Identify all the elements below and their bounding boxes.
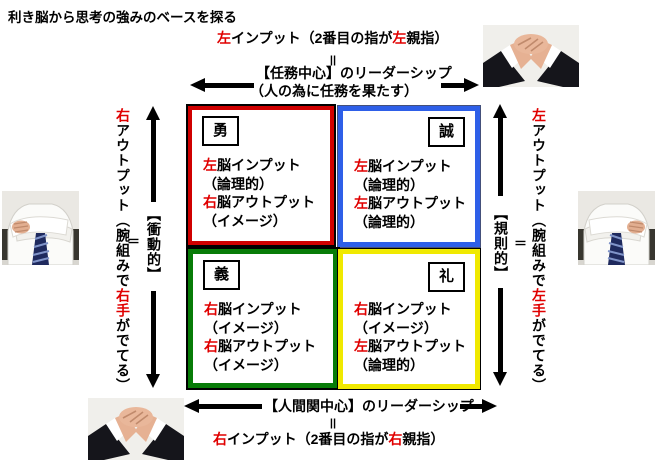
text-segment: （論理的） (203, 175, 273, 192)
text-segment: インプット（2番目の指が (227, 431, 389, 447)
quadrant-content: 左脳インプット （論理的） 右脳アウトプット （イメージ） (203, 156, 315, 230)
text-segment: がでてる） (531, 318, 547, 393)
text-segment: 脳アウトプット (368, 195, 466, 211)
text-segment: アウトプット（腕組みで (115, 123, 131, 288)
text-segment: 親指） (402, 431, 445, 447)
text-segment: がでてる） (115, 318, 131, 393)
text-segment: 左 (531, 108, 547, 123)
quadrant-line: （イメージ） (204, 319, 316, 338)
text-segment: 左 (354, 195, 368, 211)
text-segment: （イメージ） (204, 356, 288, 373)
text-segment: 親指） (406, 30, 449, 46)
quadrant-title-box: 勇 (202, 116, 239, 146)
text-segment: 右 (388, 431, 403, 447)
arms-crossed-photo (578, 191, 655, 265)
quadrant-makoto: 誠 左脳インプット （論理的） 左脳アウトプット （論理的） (337, 105, 481, 248)
text-segment: （イメージ） (203, 212, 287, 229)
quadrant-line: 左脳インプット (354, 157, 466, 176)
text-segment: 右手 (115, 288, 131, 318)
text-segment: 左 (392, 30, 407, 46)
right-equals-sign: ＝ (514, 236, 528, 251)
arrow-left-icon (190, 78, 254, 92)
quadrant-line: 右脳アウトプット (203, 193, 315, 212)
text-segment: （イメージ） (204, 319, 288, 336)
text-segment: 脳アウトプット (217, 194, 315, 210)
text-segment: 右 (354, 301, 368, 317)
quadrant-title: 義 (213, 266, 229, 283)
bottom-input-label: 右インプット（2番目の指が右親指） (213, 431, 444, 447)
quadrant-line: 右脳アウトプット (204, 337, 316, 356)
quadrant-title-box: 礼 (428, 262, 465, 292)
quadrant-line: （イメージ） (204, 356, 316, 375)
quadrant-line: （論理的） (354, 176, 466, 195)
text-segment: 左手 (531, 288, 547, 318)
text-segment: 脳インプット (368, 301, 452, 317)
quadrant-line: （論理的） (354, 356, 466, 375)
quadrant-content: 左脳インプット （論理的） 左脳アウトプット （論理的） (354, 157, 466, 231)
quadrant-title-box: 誠 (428, 117, 465, 147)
text-segment: 左 (354, 158, 368, 174)
quadrant-title-box: 義 (203, 260, 240, 290)
quadrant-line: 左脳アウトプット (354, 337, 466, 356)
text-segment: （論理的） (354, 176, 424, 193)
text-segment: インプット（2番目の指が (231, 30, 393, 46)
quadrant-title: 誠 (438, 123, 454, 140)
text-segment: 左 (217, 30, 231, 46)
top-leadership-label: 【任務中心】のリーダーシップ (256, 65, 452, 81)
quadrant-gi: 義 右脳インプット （イメージ） 右脳アウトプット （イメージ） (186, 247, 340, 390)
arms-crossed-photo (2, 191, 79, 265)
quadrant-line: （論理的） (203, 175, 315, 194)
text-segment: 脳インプット (217, 157, 301, 173)
quadrant-content: 右脳インプット （イメージ） 右脳アウトプット （イメージ） (204, 300, 316, 374)
text-segment: 脳アウトプット (218, 338, 316, 354)
top-input-label: 左インプット（2番目の指が左親指） (217, 30, 448, 46)
quadrant-line: （イメージ） (203, 212, 315, 231)
arrow-up-icon (146, 106, 160, 202)
page-title: 利き脳から思考の強みのベースを探る (8, 10, 237, 25)
arrow-left-icon (184, 399, 262, 413)
text-segment: 右 (203, 194, 217, 210)
right-output-label: 左アウトプット（腕組みで左手がでてる） (530, 108, 547, 396)
bottom-equals-sign: ＝ (325, 416, 341, 431)
text-segment: （論理的） (354, 213, 424, 230)
text-segment: （論理的） (354, 356, 424, 373)
regular-label: 【規則的】 (493, 206, 509, 281)
text-segment: （イメージ） (354, 319, 438, 336)
arrow-up-icon (493, 104, 507, 196)
quadrant-line: （論理的） (354, 213, 466, 232)
quadrant-line: 左脳インプット (203, 156, 315, 175)
text-segment: アウトプット（腕組みで (531, 123, 547, 288)
quadrant-content: 右脳インプット （イメージ） 左脳アウトプット （論理的） (354, 300, 466, 374)
quadrant-line: 右脳インプット (354, 300, 466, 319)
left-equals-sign: ＝ (127, 234, 141, 249)
text-segment: 脳インプット (218, 301, 302, 317)
clasped-hands-photo (483, 25, 579, 87)
arrow-down-icon (146, 291, 160, 388)
quadrant-title: 勇 (212, 122, 228, 139)
quadrant-line: （イメージ） (354, 319, 466, 338)
text-segment: 脳アウトプット (368, 338, 466, 354)
text-segment: 脳インプット (368, 158, 452, 174)
impulsive-label: 【衝動的】 (146, 207, 162, 282)
quadrant-rei: 礼 右脳インプット （イメージ） 左脳アウトプット （論理的） (337, 248, 481, 390)
quadrant-line: 左脳アウトプット (354, 194, 466, 213)
bottom-leadership-label: 【人間関中心】のリーダーシップ (264, 398, 474, 414)
text-segment: 左 (203, 157, 217, 173)
left-output-label: 右アウトプット（腕組みで右手がでてる） (114, 108, 131, 396)
top-leadership-note: （人の為に任務を果たす） (250, 83, 418, 99)
text-segment: 右 (115, 108, 131, 123)
text-segment: 右 (204, 301, 218, 317)
quadrant-yu: 勇 左脳インプット （論理的） 右脳アウトプット （イメージ） (186, 104, 336, 247)
arrow-right-icon (460, 399, 497, 413)
clasped-hands-photo (88, 398, 184, 460)
arrow-right-icon (441, 78, 479, 92)
text-segment: 右 (213, 431, 227, 447)
arrow-down-icon (493, 288, 507, 386)
quadrant-title: 礼 (438, 268, 454, 285)
text-segment: 右 (204, 338, 218, 354)
text-segment: 左 (354, 338, 368, 354)
quadrant-line: 右脳インプット (204, 300, 316, 319)
